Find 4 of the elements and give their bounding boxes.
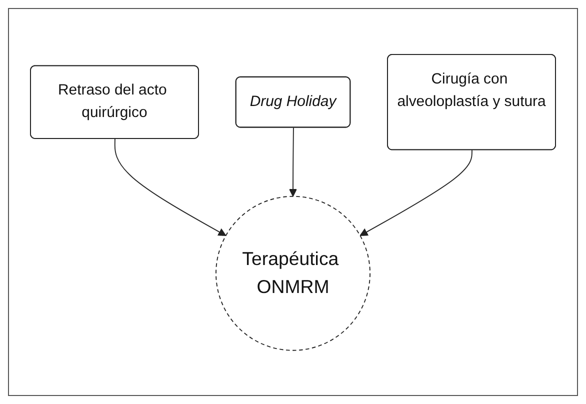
arrow [114, 138, 226, 236]
arrow [288, 126, 298, 196]
node-circle: Terapéutica ONMRM [216, 195, 370, 350]
arrow [360, 149, 472, 236]
